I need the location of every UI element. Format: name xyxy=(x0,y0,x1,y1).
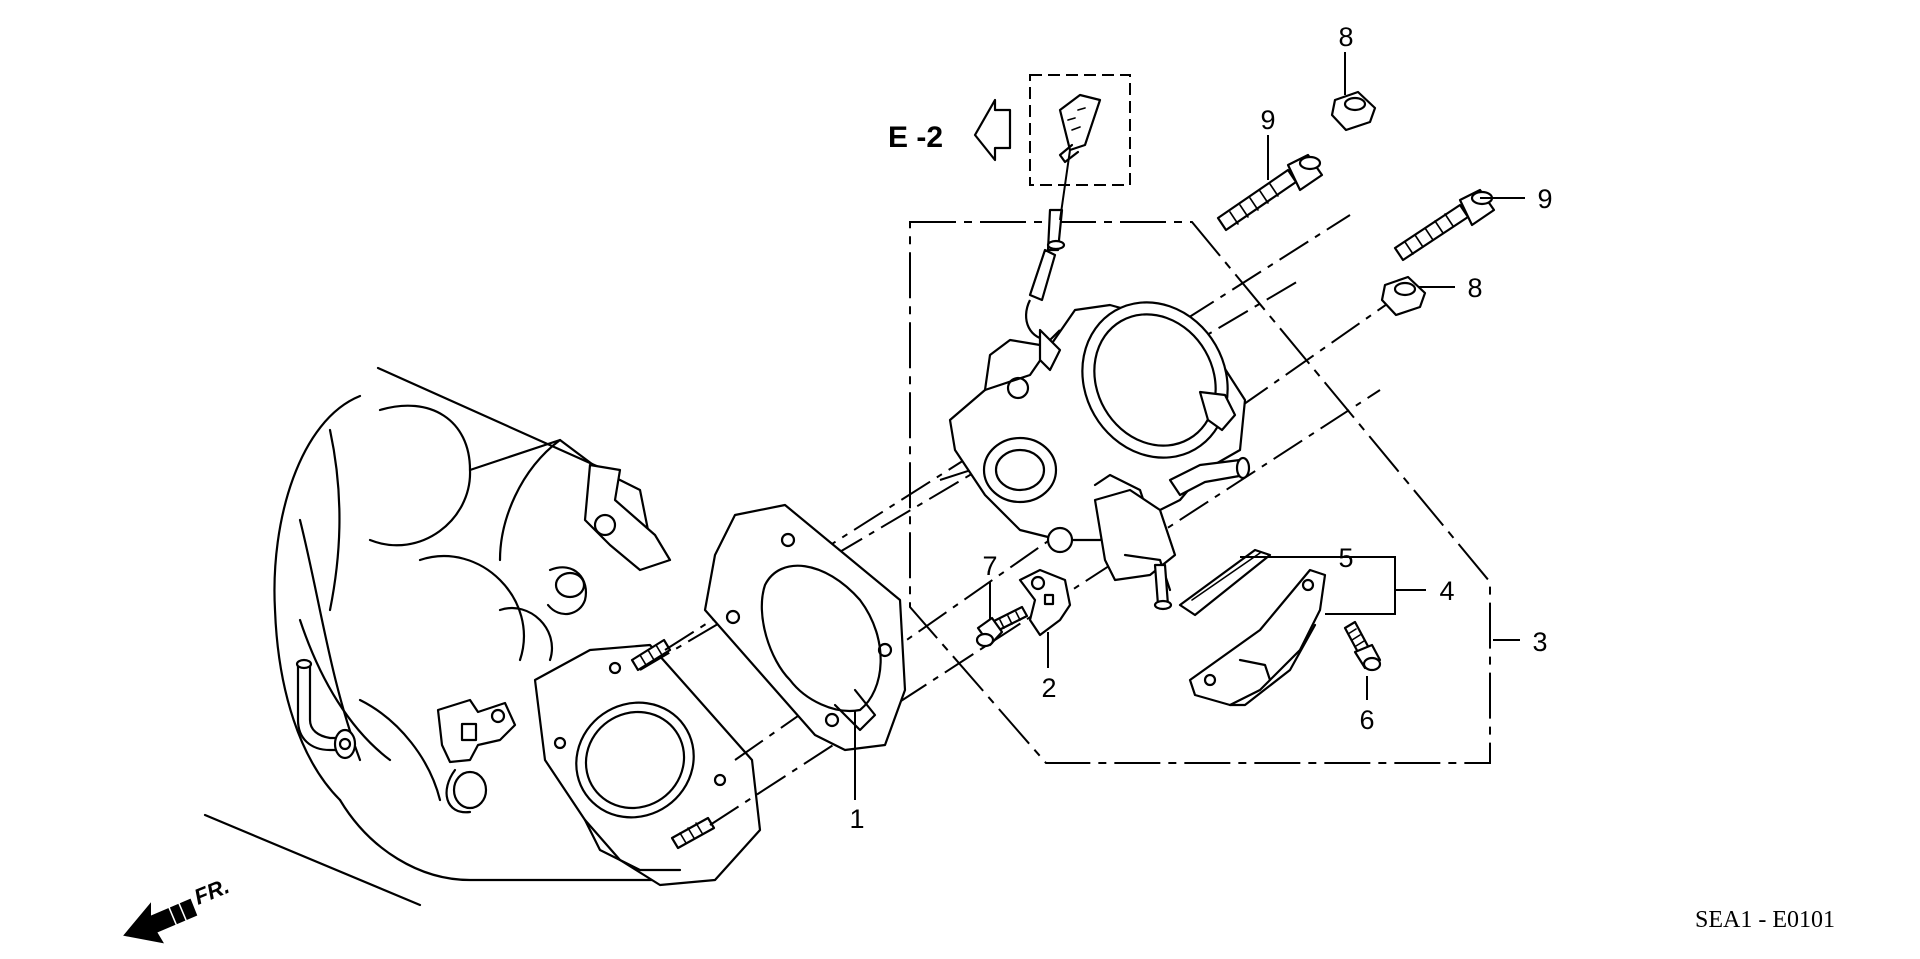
reference-link-e2[interactable]: E -2 xyxy=(888,121,943,154)
front-indicator-label: FR. xyxy=(191,873,233,909)
bolt-9-right xyxy=(1393,188,1496,262)
callout-9-upper: 9 xyxy=(1260,105,1275,135)
callout-1: 1 xyxy=(849,804,864,834)
callout-7: 7 xyxy=(982,551,997,581)
callout-9-right: 9 xyxy=(1537,184,1552,214)
reference-arrow-e2 xyxy=(973,98,1012,162)
intake-manifold xyxy=(203,366,762,907)
throttle-body-gasket xyxy=(703,503,907,752)
callout-8-right: 8 xyxy=(1467,273,1482,303)
bracket xyxy=(1018,568,1072,637)
throttle-body-assembly-outline xyxy=(909,221,1491,764)
throttle-body xyxy=(948,208,1251,611)
callout-2: 2 xyxy=(1041,673,1056,703)
callout-5: 5 xyxy=(1338,543,1353,573)
cover-gasket xyxy=(1178,548,1272,617)
front-direction-arrow xyxy=(123,898,198,944)
callout-6: 6 xyxy=(1359,705,1374,735)
cover-assembly xyxy=(1188,568,1327,707)
bolt-6 xyxy=(1343,620,1382,672)
hose-reference-inset xyxy=(1029,74,1131,221)
callout-4: 4 xyxy=(1439,576,1454,606)
nut-8-upper xyxy=(1330,90,1377,132)
figure-code: SEA1 - E0101 xyxy=(1695,907,1835,933)
callout-leaders xyxy=(854,52,1525,800)
bolt-9-upper xyxy=(1216,153,1324,232)
callout-8-upper: 8 xyxy=(1338,22,1353,52)
bolt-7 xyxy=(975,605,1029,648)
nut-8-right xyxy=(1380,275,1427,317)
callout-3: 3 xyxy=(1532,627,1547,657)
